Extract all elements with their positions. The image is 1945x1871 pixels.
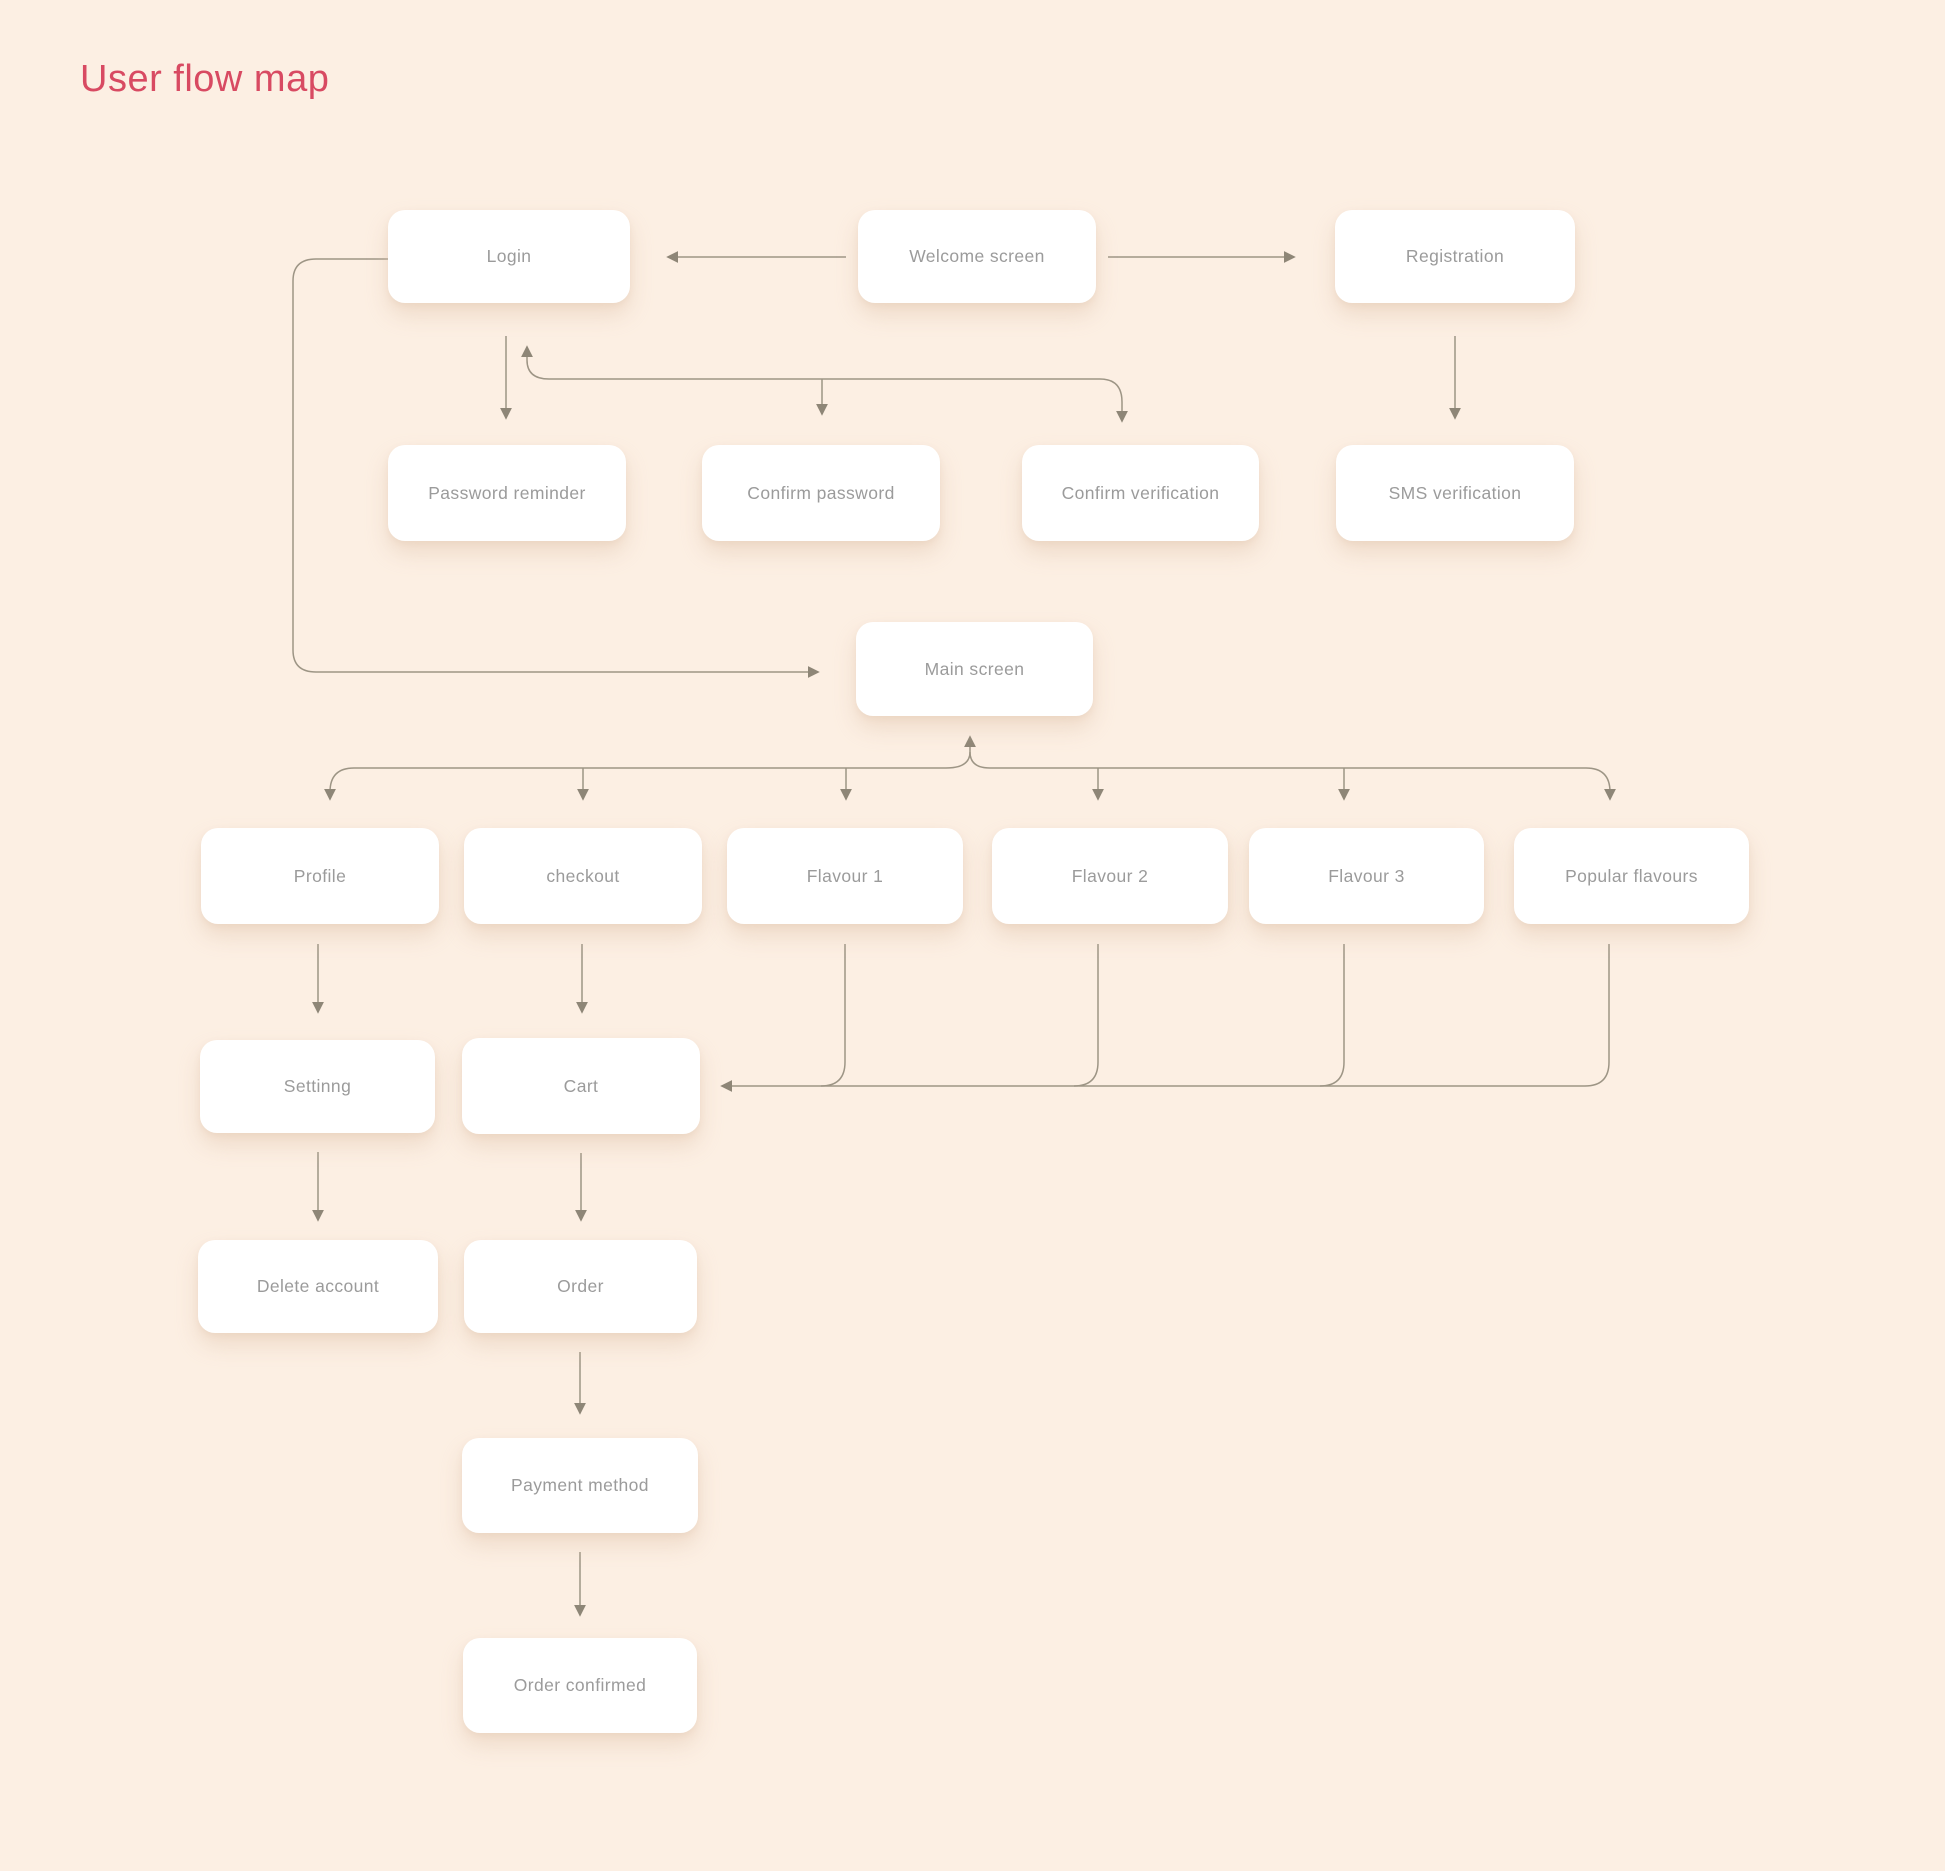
node-password-reminder-label: Password reminder bbox=[428, 482, 586, 503]
node-popular-flavours: Popular flavours bbox=[1514, 828, 1749, 924]
node-flavour-2: Flavour 2 bbox=[992, 828, 1228, 924]
edge-branch-to-popular-flavours bbox=[990, 767, 1616, 801]
edge-popular-flavours-to-cart bbox=[720, 944, 1610, 1092]
node-welcome-screen: Welcome screen bbox=[858, 210, 1096, 303]
node-confirm-password-label: Confirm password bbox=[747, 482, 895, 503]
node-registration-label: Registration bbox=[1405, 246, 1505, 266]
edge-flavour1-to-cart bbox=[820, 944, 846, 1087]
node-flavour-2-label: Flavour 2 bbox=[1071, 865, 1149, 886]
node-flavour-1: Flavour 1 bbox=[727, 828, 963, 924]
node-setting: Settinng bbox=[200, 1040, 435, 1133]
node-order-confirmed: Order confirmed bbox=[463, 1638, 697, 1733]
node-profile-label: Profile bbox=[293, 865, 347, 886]
node-profile: Profile bbox=[201, 828, 439, 924]
node-welcome-screen-label: Welcome screen bbox=[909, 246, 1045, 266]
node-confirm-verification: Confirm verification bbox=[1022, 445, 1259, 541]
node-setting-label: Settinng bbox=[283, 1076, 352, 1096]
node-sms-verification: SMS verification bbox=[1336, 445, 1574, 541]
edge-main-branch-right-segment bbox=[969, 751, 991, 769]
node-cart-label: Cart bbox=[563, 1075, 599, 1096]
node-order-confirmed-label: Order confirmed bbox=[513, 1675, 647, 1695]
node-password-reminder: Password reminder bbox=[388, 445, 626, 541]
node-registration: Registration bbox=[1335, 210, 1575, 303]
node-flavour-3-label: Flavour 3 bbox=[1328, 865, 1405, 886]
node-login: Login bbox=[388, 210, 630, 303]
node-order-label: Order bbox=[557, 1276, 604, 1296]
node-login-label: Login bbox=[486, 246, 532, 266]
node-delete-account-label: Delete account bbox=[256, 1276, 380, 1296]
node-main-screen-label: Main screen bbox=[924, 658, 1025, 679]
edge-flavour3-to-cart bbox=[1319, 944, 1345, 1087]
node-main-screen: Main screen bbox=[856, 622, 1093, 716]
node-confirm-verification-label: Confirm verification bbox=[1061, 482, 1220, 503]
node-cart: Cart bbox=[462, 1038, 700, 1134]
edge-login-to-confirm-verification bbox=[549, 378, 1128, 423]
node-order: Order bbox=[464, 1240, 697, 1333]
node-payment-method: Payment method bbox=[462, 1438, 698, 1533]
edge-main-branch-left-segment bbox=[354, 751, 971, 769]
node-checkout-label: checkout bbox=[546, 865, 620, 886]
node-popular-flavours-label: Popular flavours bbox=[1565, 865, 1698, 886]
node-flavour-3: Flavour 3 bbox=[1249, 828, 1484, 924]
node-flavour-1-label: Flavour 1 bbox=[806, 865, 884, 886]
edge-branch-to-profile bbox=[324, 767, 355, 801]
node-payment-method-label: Payment method bbox=[511, 1475, 649, 1495]
node-checkout: checkout bbox=[464, 828, 702, 924]
node-confirm-password: Confirm password bbox=[702, 445, 940, 541]
edge-confirm-return-to-login bbox=[521, 345, 550, 380]
node-delete-account: Delete account bbox=[198, 1240, 438, 1333]
edge-flavour2-to-cart bbox=[1073, 944, 1099, 1087]
node-sms-verification-label: SMS verification bbox=[1388, 482, 1522, 503]
page-title: User flow map bbox=[80, 58, 330, 100]
